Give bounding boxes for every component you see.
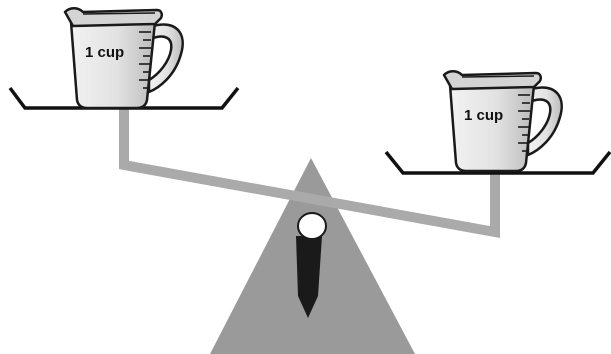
- right-measuring-cup: 1 cup: [442, 69, 563, 173]
- left-measuring-cup: 1 cup: [63, 6, 184, 110]
- right-cup-label: 1 cup: [464, 107, 503, 124]
- balance-beam: [119, 108, 500, 238]
- right-pan: [384, 150, 611, 175]
- pivot-pin: [296, 212, 327, 318]
- left-cup-label: 1 cup: [85, 44, 124, 61]
